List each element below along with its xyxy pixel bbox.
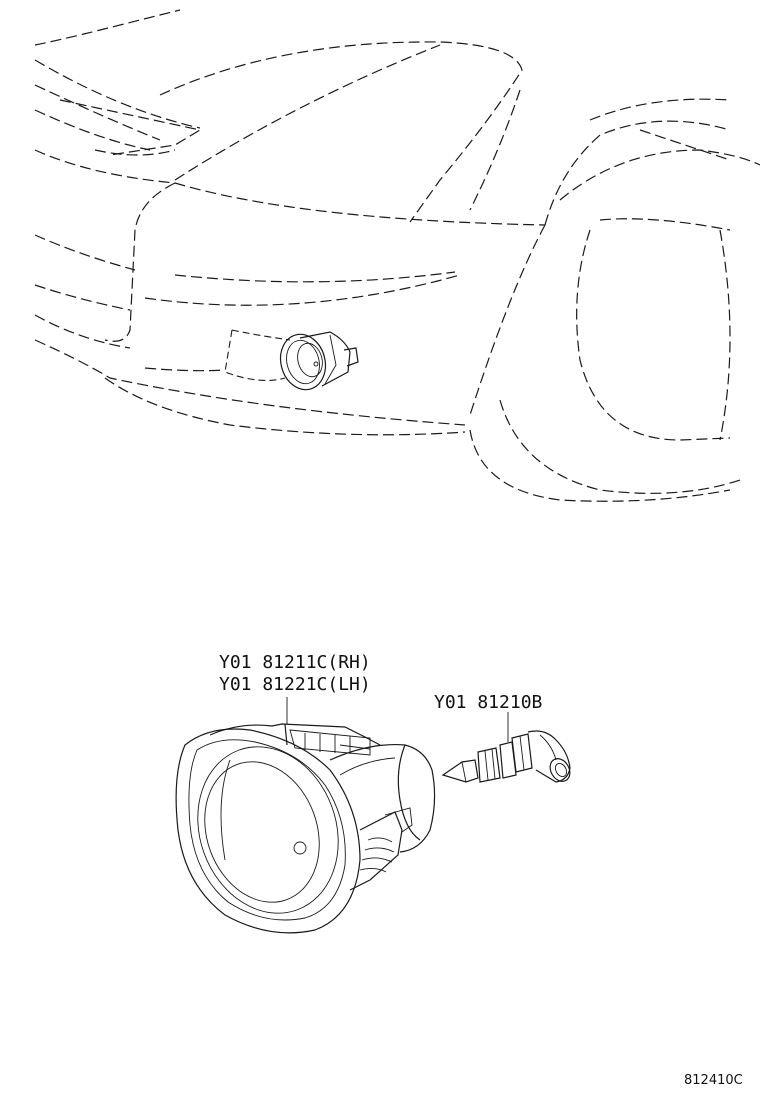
fog-lamp-rh-part-number: Y01 81211C(RH): [219, 652, 371, 673]
bulb-part-number: Y01 81210B: [434, 692, 543, 713]
diagram-code: 812410C: [684, 1073, 743, 1088]
vehicle-front-outline: [34, 9, 760, 502]
fog-lamp-bulb: [441, 712, 571, 783]
fog-lamp-assembly: [175, 723, 436, 934]
installed-fog-lamp: [279, 331, 359, 391]
fog-lamp-lh-part-number: Y01 81221C(LH): [219, 674, 371, 695]
